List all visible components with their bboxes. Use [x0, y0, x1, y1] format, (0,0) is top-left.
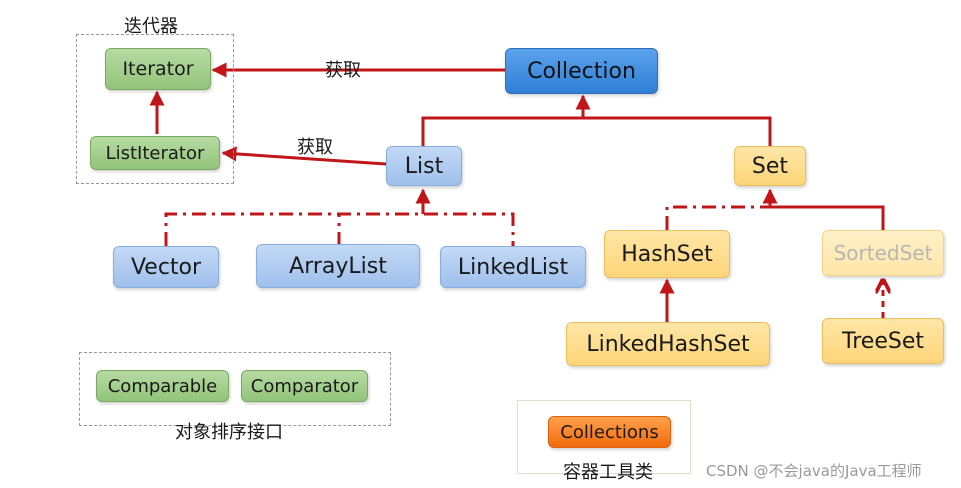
linkedlist-node: LinkedList	[440, 246, 586, 288]
comparator-node: Comparator	[241, 370, 368, 402]
arrow-list-set-to-collection	[421, 116, 772, 146]
get-label-list: 获取	[297, 137, 333, 158]
container-tools-group-box	[517, 400, 691, 474]
sort-interfaces-group-box	[79, 352, 391, 426]
sort-interfaces-label: 对象排序接口	[175, 422, 283, 443]
vector-node: Vector	[113, 246, 219, 288]
iterator-group-box	[76, 34, 234, 184]
csdn-watermark: CSDN @不会java的Java工程师	[706, 462, 922, 480]
arrow-list-to-listiterator	[221, 146, 387, 166]
set-node: Set	[734, 146, 806, 186]
iterator-group-label: 迭代器	[124, 16, 178, 37]
treeset-node: TreeSet	[822, 318, 944, 364]
sortedset-node: SortedSet	[822, 230, 944, 276]
arrow-hashset-to-set	[665, 205, 770, 230]
collections-node: Collections	[548, 416, 671, 448]
arrow-sortedset-to-set	[770, 205, 885, 230]
hashset-node: HashSet	[604, 230, 730, 278]
container-tools-label: 容器工具类	[563, 462, 653, 483]
list-node: List	[386, 146, 462, 186]
get-label-collection: 获取	[325, 60, 361, 81]
arraylist-node: ArrayList	[256, 244, 420, 288]
linkedhashset-node: LinkedHashSet	[566, 322, 770, 366]
comparable-node: Comparable	[96, 370, 229, 402]
list-iterator-node: ListIterator	[90, 136, 220, 170]
iterator-node: Iterator	[105, 48, 211, 90]
collection-node: Collection	[505, 48, 658, 94]
